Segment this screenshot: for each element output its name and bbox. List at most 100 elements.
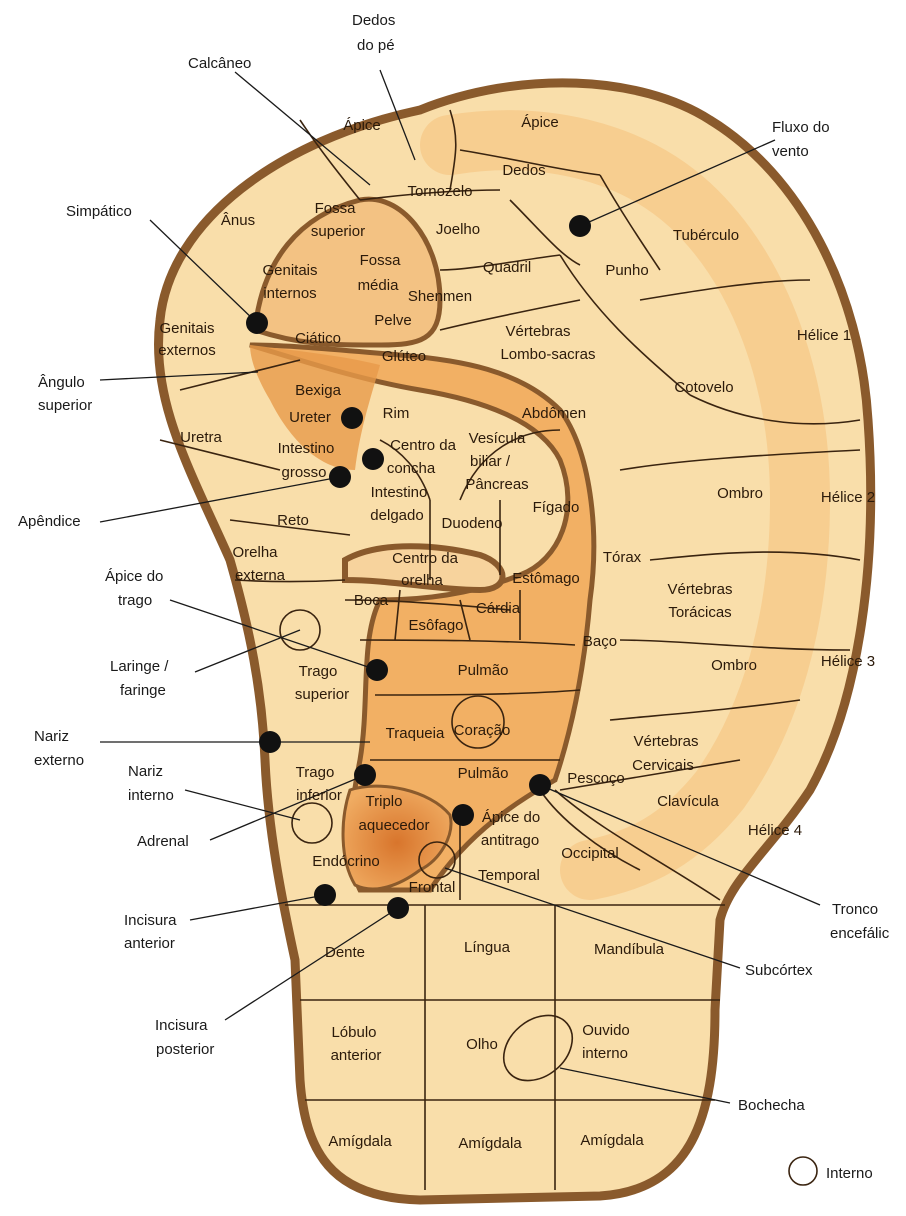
zone-estomago: Estômago	[512, 570, 580, 587]
apice-trago-dot	[366, 659, 388, 681]
zone-intestino-grosso-b: grosso	[281, 464, 326, 481]
zone-punho: Punho	[605, 262, 648, 279]
zone-boca: Boca	[354, 592, 389, 609]
callout-incisura-posterior-a: Incisura	[155, 1017, 208, 1034]
apendice-dot	[329, 466, 351, 488]
zone-amigdala-2: Amígdala	[458, 1135, 522, 1152]
zone-fossa-media-b: média	[358, 277, 400, 294]
zone-olho: Olho	[466, 1036, 498, 1053]
zone-clavicula: Clavícula	[657, 793, 719, 810]
zone-ouvido-interno-a: Ouvido	[582, 1022, 630, 1039]
zone-vertebras-cervicais-a: Vértebras	[633, 733, 698, 750]
zone-anus: Ânus	[221, 212, 255, 229]
callout-simpatico: Simpático	[66, 203, 132, 220]
callout-adrenal: Adrenal	[137, 833, 189, 850]
zone-centro-concha-b: concha	[387, 460, 436, 477]
legend-ring	[789, 1157, 817, 1185]
zone-uretra: Uretra	[180, 429, 222, 446]
zone-genitais-internos-b: internos	[263, 285, 316, 302]
zone-frontal: Frontal	[409, 879, 456, 896]
zone-vertebras-cervicais-b: Cervicais	[632, 757, 694, 774]
zone-lobulo-anterior-b: anterior	[331, 1047, 382, 1064]
zone-cardia: Cárdia	[476, 600, 521, 617]
zone-apice-antitrago-a: Ápice do	[482, 809, 540, 826]
zone-triplo-aquecedor-b: aquecedor	[359, 817, 430, 834]
zone-centro-concha-a: Centro da	[390, 437, 457, 454]
zone-fossa-superior-1: Fossa	[315, 200, 357, 217]
tronco-dot	[529, 774, 551, 796]
zone-dedos: Dedos	[502, 162, 545, 179]
zone-occipital: Occipital	[561, 845, 619, 862]
zone-lingua: Língua	[464, 939, 511, 956]
zone-figado: Fígado	[533, 499, 580, 516]
callout-apice-trago-a: Ápice do	[105, 568, 163, 585]
zone-trago-inferior-b: inferior	[296, 787, 342, 804]
zone-genitais-externos-a: Genitais	[159, 320, 214, 337]
callout-angulo-superior-a: Ângulo	[38, 374, 85, 391]
zone-tornozelo: Tornozelo	[407, 183, 472, 200]
callout-fluxo-vento-a: Fluxo do	[772, 119, 830, 136]
callout-subcortex: Subcórtex	[745, 962, 813, 979]
zone-intestino-delgado-b: delgado	[370, 507, 423, 524]
callout-laringe-a: Laringe /	[110, 658, 169, 675]
zone-coracao: Coração	[454, 722, 511, 739]
callout-calcaneo: Calcâneo	[188, 55, 251, 72]
callout-bochecha: Bochecha	[738, 1097, 805, 1114]
callout-incisura-posterior-b: posterior	[156, 1041, 214, 1058]
zone-vesicula-a: Vesícula	[469, 430, 526, 447]
zone-triplo-aquecedor-a: Triplo	[366, 793, 403, 810]
zone-fossa-media-a: Fossa	[360, 252, 402, 269]
callout-laringe-b: faringe	[120, 682, 166, 699]
zone-pulmao-1: Pulmão	[458, 662, 509, 679]
zone-vertebras-lombo-a: Vértebras	[505, 323, 570, 340]
zone-centro-orelha-a: Centro da	[392, 550, 459, 567]
callout-apice-trago-b: trago	[118, 592, 152, 609]
zone-trago-superior-b: superior	[295, 686, 349, 703]
zone-endocrino: Endócrino	[312, 853, 380, 870]
zone-gluteo: Glúteo	[382, 348, 426, 365]
zone-trago-inferior-a: Trago	[296, 764, 335, 781]
zone-fossa-superior-2: superior	[311, 223, 365, 240]
ureter-dot	[341, 407, 363, 429]
zone-pulmao-2: Pulmão	[458, 765, 509, 782]
callout-angulo-superior-b: superior	[38, 397, 92, 414]
incisura-anterior-dot	[314, 884, 336, 906]
zone-esofago: Esôfago	[408, 617, 463, 634]
zone-ciatico: Ciático	[295, 330, 341, 347]
zone-reto: Reto	[277, 512, 309, 529]
zone-ombro-2: Ombro	[711, 657, 757, 674]
apice-antitrago-dot	[452, 804, 474, 826]
zone-apice-1: Ápice	[343, 117, 381, 134]
zone-apice-antitrago-b: antitrago	[481, 832, 539, 849]
zone-vertebras-toracicas-a: Vértebras	[667, 581, 732, 598]
zone-centro-orelha-b: orelha	[401, 572, 443, 589]
zone-orelha-externa-b: externa	[235, 567, 286, 584]
zone-genitais-externos-b: externos	[158, 342, 216, 359]
zone-pelve: Pelve	[374, 312, 412, 329]
zone-duodeno: Duodeno	[442, 515, 503, 532]
callout-nariz-interno-b: interno	[128, 787, 174, 804]
zone-orelha-externa-a: Orelha	[232, 544, 278, 561]
zone-dente: Dente	[325, 944, 365, 961]
zone-vertebras-toracicas-b: Torácicas	[668, 604, 731, 621]
zone-rim: Rim	[383, 405, 410, 422]
zone-trago-superior-a: Trago	[299, 663, 338, 680]
adrenal-dot	[354, 764, 376, 786]
zone-mandibula: Mandíbula	[594, 941, 665, 958]
zone-ureter: Ureter	[289, 409, 331, 426]
callout-apendice: Apêndice	[18, 513, 81, 530]
zone-vesicula-c: Pâncreas	[465, 476, 528, 493]
callout-nariz-interno-a: Nariz	[128, 763, 163, 780]
zone-ombro-1: Ombro	[717, 485, 763, 502]
callout-tronco-b: encefálic	[830, 925, 890, 942]
fluxo-vento-dot	[569, 215, 591, 237]
zone-baco: Baço	[583, 633, 617, 650]
zone-amigdala-3: Amígdala	[580, 1132, 644, 1149]
callout-fluxo-vento-b: vento	[772, 143, 809, 160]
zone-vesicula-b: biliar /	[470, 453, 511, 470]
zone-helice-1: Hélice 1	[797, 327, 851, 344]
zone-shenmen: Shenmen	[408, 288, 472, 305]
zone-amigdala-1: Amígdala	[328, 1133, 392, 1150]
